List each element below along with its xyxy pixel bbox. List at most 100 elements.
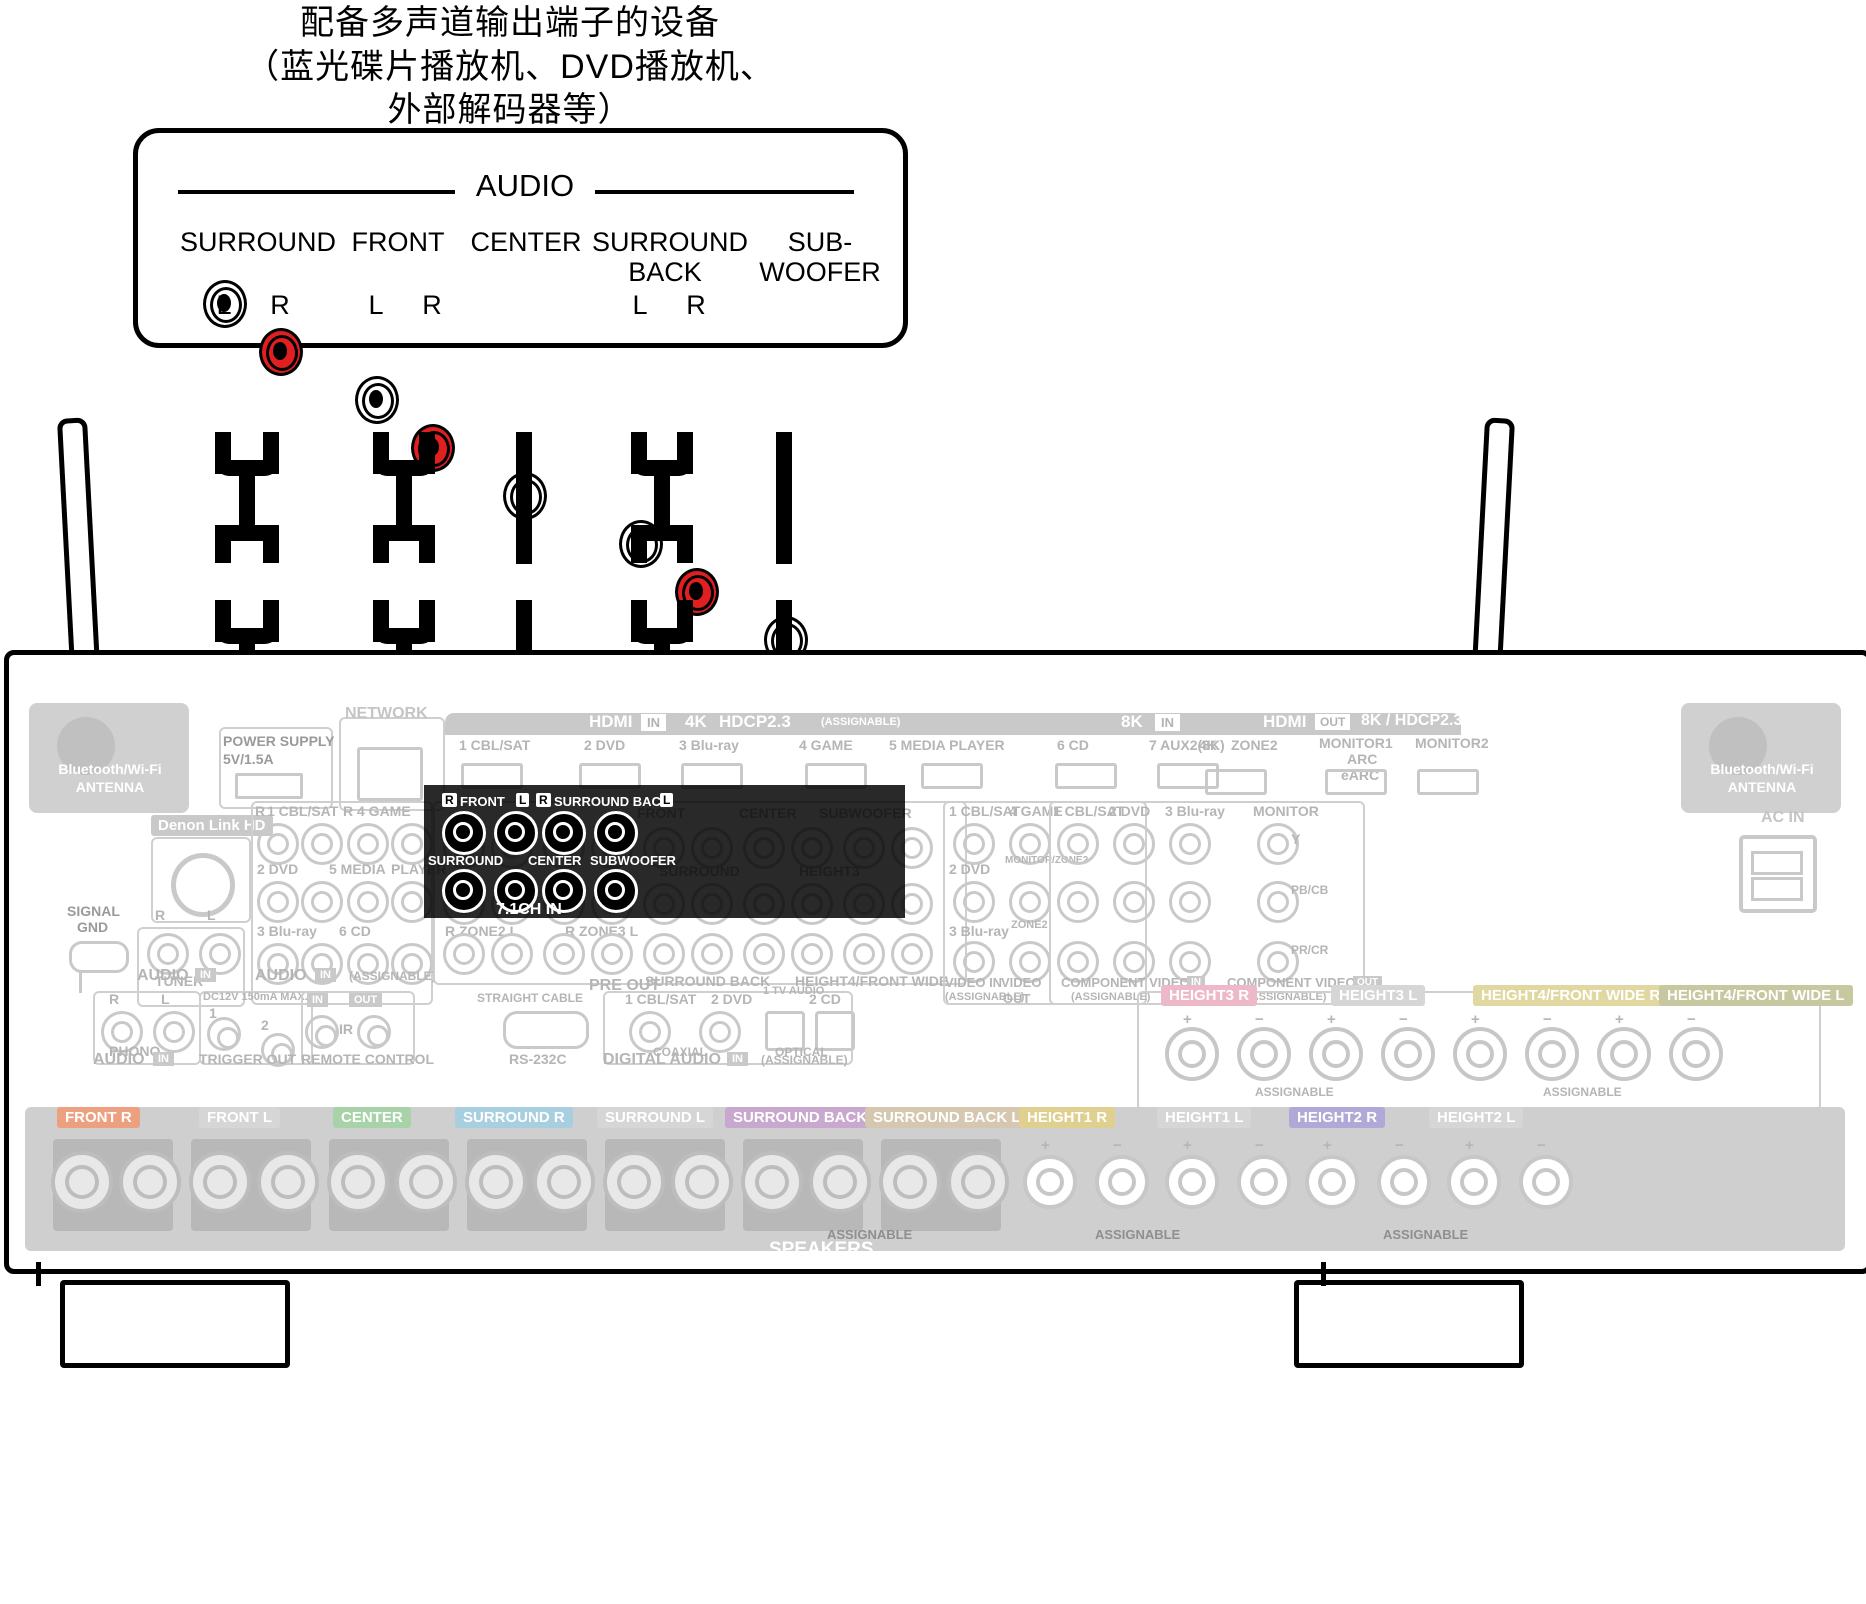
ch71-jack-center[interactable] (542, 869, 586, 913)
ch71-jack-surround-r[interactable] (442, 869, 486, 913)
optical-jack-1[interactable] (765, 1011, 805, 1051)
ethernet-port[interactable] (357, 747, 423, 801)
spk-terminal-front-r-minus[interactable] (119, 1151, 181, 1213)
spk-terminal-sbk-r-plus[interactable] (741, 1151, 803, 1213)
audio-in-jack-2[interactable] (301, 823, 343, 865)
antenna-left[interactable] (56, 417, 102, 689)
audio-in-jack-9[interactable] (257, 943, 299, 985)
spk-terminal-center-plus[interactable] (327, 1151, 389, 1213)
spk-terminal-front-r-plus[interactable] (51, 1151, 113, 1213)
spk-terminal-sbk-r-minus[interactable] (809, 1151, 871, 1213)
antenna-right[interactable] (1470, 417, 1516, 689)
audio-in-jack-1[interactable] (257, 823, 299, 865)
video-in-jack-3[interactable] (953, 881, 995, 923)
tuner-jack-l[interactable] (199, 933, 241, 975)
device-jack-surround-r[interactable] (259, 328, 303, 376)
spk-terminal-h1-l-minus[interactable] (1237, 1155, 1291, 1209)
spk-terminal-sur-l-minus[interactable] (671, 1151, 733, 1213)
ch71-jack-subwoofer[interactable] (594, 869, 638, 913)
video-in-jack-1[interactable] (953, 823, 995, 865)
video-in-jack-4[interactable] (1009, 881, 1051, 923)
comp-jack-pr-1[interactable] (1057, 941, 1099, 983)
wire (419, 525, 435, 563)
height3-l-minus[interactable] (1381, 1027, 1435, 1081)
trigger-jack-1[interactable] (207, 1017, 241, 1051)
comp-jack-y-3[interactable] (1169, 823, 1211, 865)
tuner-jack-r[interactable] (147, 933, 189, 975)
comp-row-pb: PB/CB (1291, 883, 1329, 897)
assignable-label-2: ASSIGNABLE (1543, 1085, 1622, 1099)
phono-jack-l[interactable] (153, 1011, 195, 1053)
spk-tab-surround-r: SURROUND R (455, 1107, 573, 1128)
spk-terminal-h1-l-plus[interactable] (1165, 1155, 1219, 1209)
video-in-jack-5[interactable] (953, 941, 995, 983)
ch71-jack-front-l[interactable] (494, 811, 538, 855)
denon-link-jack[interactable] (171, 853, 235, 917)
comp-jack-y-1[interactable] (1057, 823, 1099, 865)
spk-terminal-h1-r-minus[interactable] (1095, 1155, 1149, 1209)
spk-tab-height1-r: HEIGHT1 R (1019, 1107, 1116, 1128)
comp-jack-y-2[interactable] (1113, 823, 1155, 865)
audio-in-jack-6[interactable] (301, 881, 343, 923)
height3-r-minus[interactable] (1237, 1027, 1291, 1081)
spk-terminal-front-l-minus[interactable] (257, 1151, 319, 1213)
height4-l-plus[interactable] (1597, 1027, 1651, 1081)
audio-in-jack-5[interactable] (257, 881, 299, 923)
audio-in-jack-12[interactable] (391, 943, 433, 985)
spk-terminal-center-minus[interactable] (395, 1151, 457, 1213)
hdmi-out-jack-monitor2[interactable] (1417, 769, 1479, 795)
device-jack-front-l[interactable] (355, 376, 399, 424)
phono-jack-r[interactable] (101, 1011, 143, 1053)
hdmi-in-jack-7[interactable] (1157, 763, 1219, 789)
audio-in-jack-11[interactable] (347, 943, 389, 985)
comp-jack-pr-2[interactable] (1113, 941, 1155, 983)
comp-out-jack-pb[interactable] (1257, 881, 1299, 923)
height4-r-plus[interactable] (1453, 1027, 1507, 1081)
trigger-jack-2[interactable] (261, 1033, 295, 1067)
antenna-connector-right[interactable] (1709, 717, 1767, 775)
ch71-jack-sbk-r[interactable] (542, 811, 586, 855)
spk-terminal-front-l-plus[interactable] (189, 1151, 251, 1213)
remote-jack-in[interactable] (305, 1015, 339, 1049)
audio-in-jack-7[interactable] (347, 881, 389, 923)
ch71-jack-front-r[interactable] (442, 811, 486, 855)
spk-terminal-sur-r-plus[interactable] (465, 1151, 527, 1213)
comp-jack-pb-1[interactable] (1057, 881, 1099, 923)
audio-in-title-phono: AUDIO (93, 1051, 145, 1068)
comp-out-jack-y[interactable] (1257, 823, 1299, 865)
height4-l-minus[interactable] (1669, 1027, 1723, 1081)
spk-terminal-h2-l-plus[interactable] (1447, 1155, 1501, 1209)
device-jack-surround-l[interactable] (203, 280, 247, 328)
rs232c-port[interactable] (503, 1011, 589, 1049)
height4-r-minus[interactable] (1525, 1027, 1579, 1081)
signal-gnd-terminal[interactable] (69, 941, 129, 973)
spk-terminal-sbk-l-minus[interactable] (947, 1151, 1009, 1213)
hdmi-out-jack-zone2[interactable] (1205, 769, 1267, 795)
coaxial-jack-2[interactable] (699, 1011, 741, 1053)
optical-jack-2[interactable] (815, 1011, 855, 1051)
ch71-jack-surround-l[interactable] (494, 869, 538, 913)
usb-port[interactable] (235, 773, 303, 799)
spk-terminal-sur-r-minus[interactable] (533, 1151, 595, 1213)
height3-r-plus[interactable] (1165, 1027, 1219, 1081)
audio-in-jack-3[interactable] (347, 823, 389, 865)
ac-inlet[interactable] (1739, 835, 1817, 913)
antenna-connector-left[interactable] (57, 717, 115, 775)
comp-out-jack-pr[interactable] (1257, 941, 1299, 983)
remote-jack-out[interactable] (357, 1015, 391, 1049)
spk-terminal-h2-r-plus[interactable] (1305, 1155, 1359, 1209)
spk-terminal-sbk-l-plus[interactable] (879, 1151, 941, 1213)
ch71-jack-sbk-l[interactable] (594, 811, 638, 855)
comp-jack-pb-2[interactable] (1113, 881, 1155, 923)
hdmi-out-jack-monitor1[interactable] (1325, 769, 1387, 795)
hdmi-in-jack-6[interactable] (1055, 763, 1117, 789)
height3-l-plus[interactable] (1309, 1027, 1363, 1081)
hdmi-in-jack-5[interactable] (921, 763, 983, 789)
spk-terminal-h2-r-minus[interactable] (1377, 1155, 1431, 1209)
comp-jack-pb-3[interactable] (1169, 881, 1211, 923)
comp-port-2: 2 DVD (1109, 803, 1151, 819)
spk-terminal-h2-l-minus[interactable] (1519, 1155, 1573, 1209)
spk-terminal-h1-r-plus[interactable] (1023, 1155, 1077, 1209)
coaxial-jack-1[interactable] (629, 1011, 671, 1053)
spk-terminal-sur-l-plus[interactable] (603, 1151, 665, 1213)
